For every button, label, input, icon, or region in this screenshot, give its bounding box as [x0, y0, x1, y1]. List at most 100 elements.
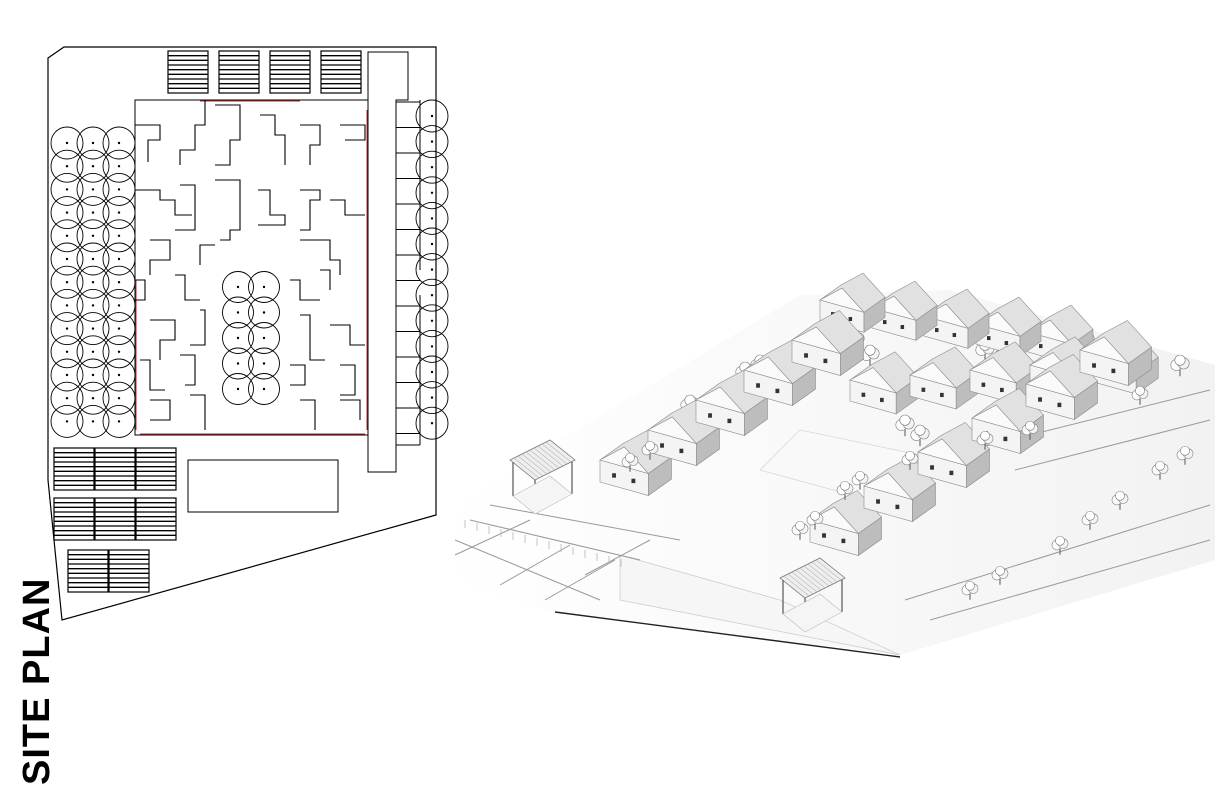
house-footprint [190, 394, 206, 430]
sheet-title: SITE PLAN [16, 577, 58, 785]
tree-symbol [415, 227, 449, 261]
house-footprint [140, 359, 165, 391]
tree-symbol [102, 149, 136, 183]
site-path [904, 504, 1211, 601]
render-tree [976, 430, 994, 450]
render-house [819, 272, 886, 333]
render-house [809, 490, 882, 557]
house-footprint [300, 239, 341, 275]
render-trees-front [621, 385, 1194, 600]
house-footprint [180, 354, 196, 386]
render-tree [641, 440, 659, 460]
render-tree [1170, 354, 1190, 377]
tree-symbol [222, 296, 254, 329]
reflection-pool [187, 459, 339, 513]
house-footprint [300, 399, 316, 430]
tree-symbol [415, 201, 449, 235]
tree-symbol [50, 242, 84, 276]
tree-symbol [50, 381, 84, 415]
tree-grid-left [50, 126, 136, 438]
tree-symbol [50, 265, 84, 299]
render-tree [895, 414, 915, 437]
tree-symbol [76, 242, 110, 276]
render-tree [1111, 490, 1129, 510]
house-footprint [330, 324, 365, 346]
tree-symbol [415, 253, 449, 287]
tree-symbol [50, 404, 84, 438]
render-tree [901, 450, 919, 470]
tree-symbol [76, 288, 110, 322]
render-house [863, 456, 936, 523]
tree-symbol [102, 242, 136, 276]
tree-symbol [76, 265, 110, 299]
tree-symbol [76, 335, 110, 369]
tree-symbol [102, 288, 136, 322]
house-footprint [199, 244, 215, 265]
tree-symbol [76, 126, 110, 160]
tree-symbol [248, 373, 280, 405]
tree-symbol [76, 149, 110, 183]
tree-symbol [102, 335, 136, 369]
render-tree [1151, 460, 1169, 480]
house-footprint [135, 279, 146, 301]
render-tree [910, 424, 930, 447]
tree-symbol [50, 196, 84, 230]
house-footprint [290, 364, 306, 386]
site-path [489, 504, 681, 541]
render-house [917, 422, 990, 489]
render-house [849, 351, 919, 415]
site-path [929, 539, 1211, 621]
render-tree [1176, 445, 1194, 465]
parking-stall-block [218, 50, 260, 94]
tree-symbol [50, 335, 84, 369]
site-path [499, 544, 571, 586]
tree-symbol [50, 358, 84, 392]
tree-symbol [50, 149, 84, 183]
tree-symbol [222, 322, 254, 354]
tree-symbol [102, 172, 136, 206]
house-footprint [135, 124, 161, 162]
tree-symbol [50, 219, 84, 253]
render-house [791, 310, 864, 377]
render-tree [991, 565, 1009, 585]
house-footprint [215, 179, 241, 241]
parking-top [167, 50, 362, 94]
tree-symbol [415, 99, 449, 133]
house-footprint [135, 189, 192, 216]
tree-symbol [102, 381, 136, 415]
tree-symbol [222, 271, 254, 303]
east-garden-lots [396, 100, 421, 446]
house-footprint [149, 239, 171, 275]
parking-stall-block [320, 50, 362, 94]
house-footprints [135, 100, 366, 430]
tree-symbol [102, 404, 136, 438]
pavilion-south [779, 557, 846, 633]
house-footprint [179, 100, 206, 165]
tree-symbol [102, 312, 136, 346]
render-tree [1081, 510, 1099, 530]
tree-symbol [102, 265, 136, 299]
house-footprint [330, 199, 365, 216]
render-tree [1021, 420, 1039, 440]
tree-symbol [50, 172, 84, 206]
site-path [544, 559, 616, 601]
tree-symbol [76, 219, 110, 253]
render-house [971, 388, 1044, 455]
house-footprint [175, 184, 196, 231]
house-footprint [260, 114, 286, 165]
tree-symbol [76, 381, 110, 415]
site-boundary [47, 46, 437, 621]
tree-symbol [50, 288, 84, 322]
tree-symbol [415, 176, 449, 210]
render-house [1079, 320, 1152, 387]
render-tree [1051, 535, 1069, 555]
parking-stall-block [94, 447, 136, 491]
tree-symbol [102, 358, 136, 392]
tree-symbol [76, 358, 110, 392]
pavilion-west [509, 439, 576, 515]
tree-symbol [102, 126, 136, 160]
house-footprint [300, 189, 321, 231]
tree-symbol [222, 373, 254, 405]
parking-stall-block [167, 50, 209, 94]
